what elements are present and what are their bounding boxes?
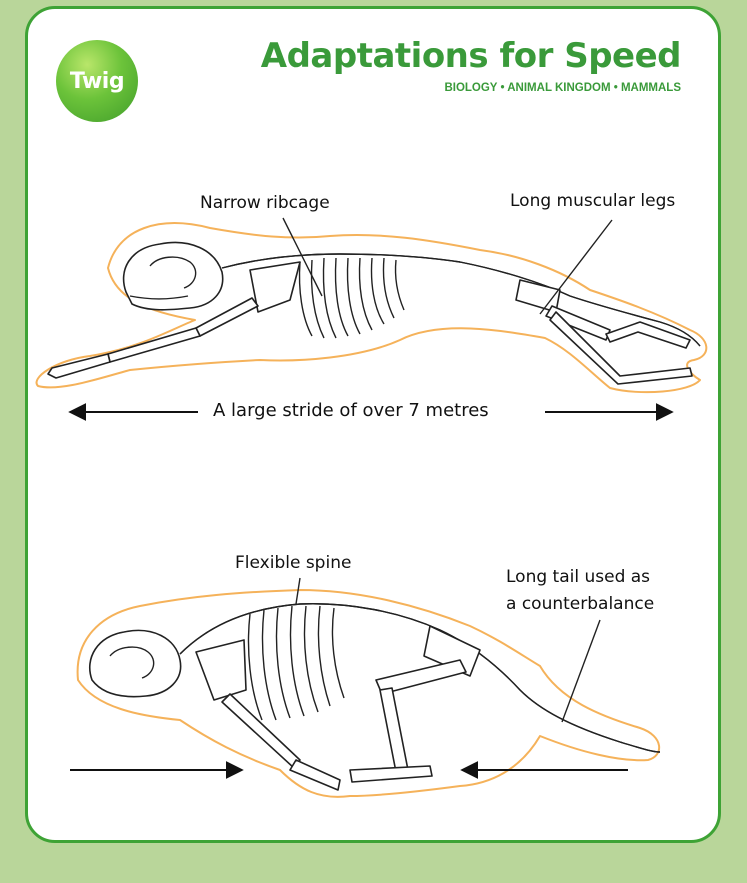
label-flexible-spine: Flexible spine bbox=[235, 553, 351, 573]
label-long-tail-line2: a counterbalance bbox=[506, 594, 654, 614]
label-large-stride: A large stride of over 7 metres bbox=[213, 400, 489, 421]
label-long-tail-line1: Long tail used as bbox=[506, 567, 650, 587]
skull-compressed bbox=[90, 630, 181, 696]
label-long-muscular-legs: Long muscular legs bbox=[510, 191, 675, 211]
label-narrow-ribcage: Narrow ribcage bbox=[200, 193, 330, 213]
stretched-cheetah-skeleton bbox=[37, 223, 707, 392]
skull bbox=[124, 242, 223, 309]
